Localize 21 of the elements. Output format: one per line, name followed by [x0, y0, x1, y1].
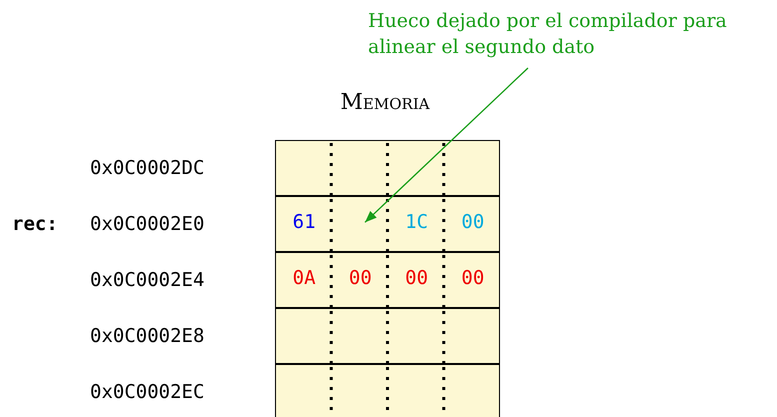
byte-value: 1C — [404, 211, 430, 233]
byte-value: 61 — [292, 211, 317, 233]
annotation-text: Hueco dejado por el compilador para alinear el segundo dato — [368, 8, 773, 60]
memory-address: 0x0C0002E0 — [90, 213, 204, 235]
memory-address: 0x0C0002DC — [90, 157, 204, 179]
memory-word-row — [275, 140, 500, 196]
byte-value: 0A — [292, 267, 317, 289]
memory-address: 0x0C0002E8 — [90, 325, 204, 347]
leader-arrow — [364, 68, 528, 223]
title: Memoria — [339, 90, 431, 115]
memory-word-row — [275, 364, 500, 417]
memory-address: 0x0C0002EC — [90, 381, 204, 403]
memory-address: 0x0C0002E4 — [90, 269, 204, 291]
byte-value: 00 — [460, 267, 486, 289]
byte-value: 00 — [348, 267, 373, 289]
memory-word-row — [275, 196, 500, 252]
variable-label: rec: — [12, 213, 58, 235]
byte-value: 00 — [460, 211, 486, 233]
memory-word-row — [275, 252, 500, 308]
byte-value: 00 — [404, 267, 430, 289]
memory-word-row — [275, 308, 500, 364]
